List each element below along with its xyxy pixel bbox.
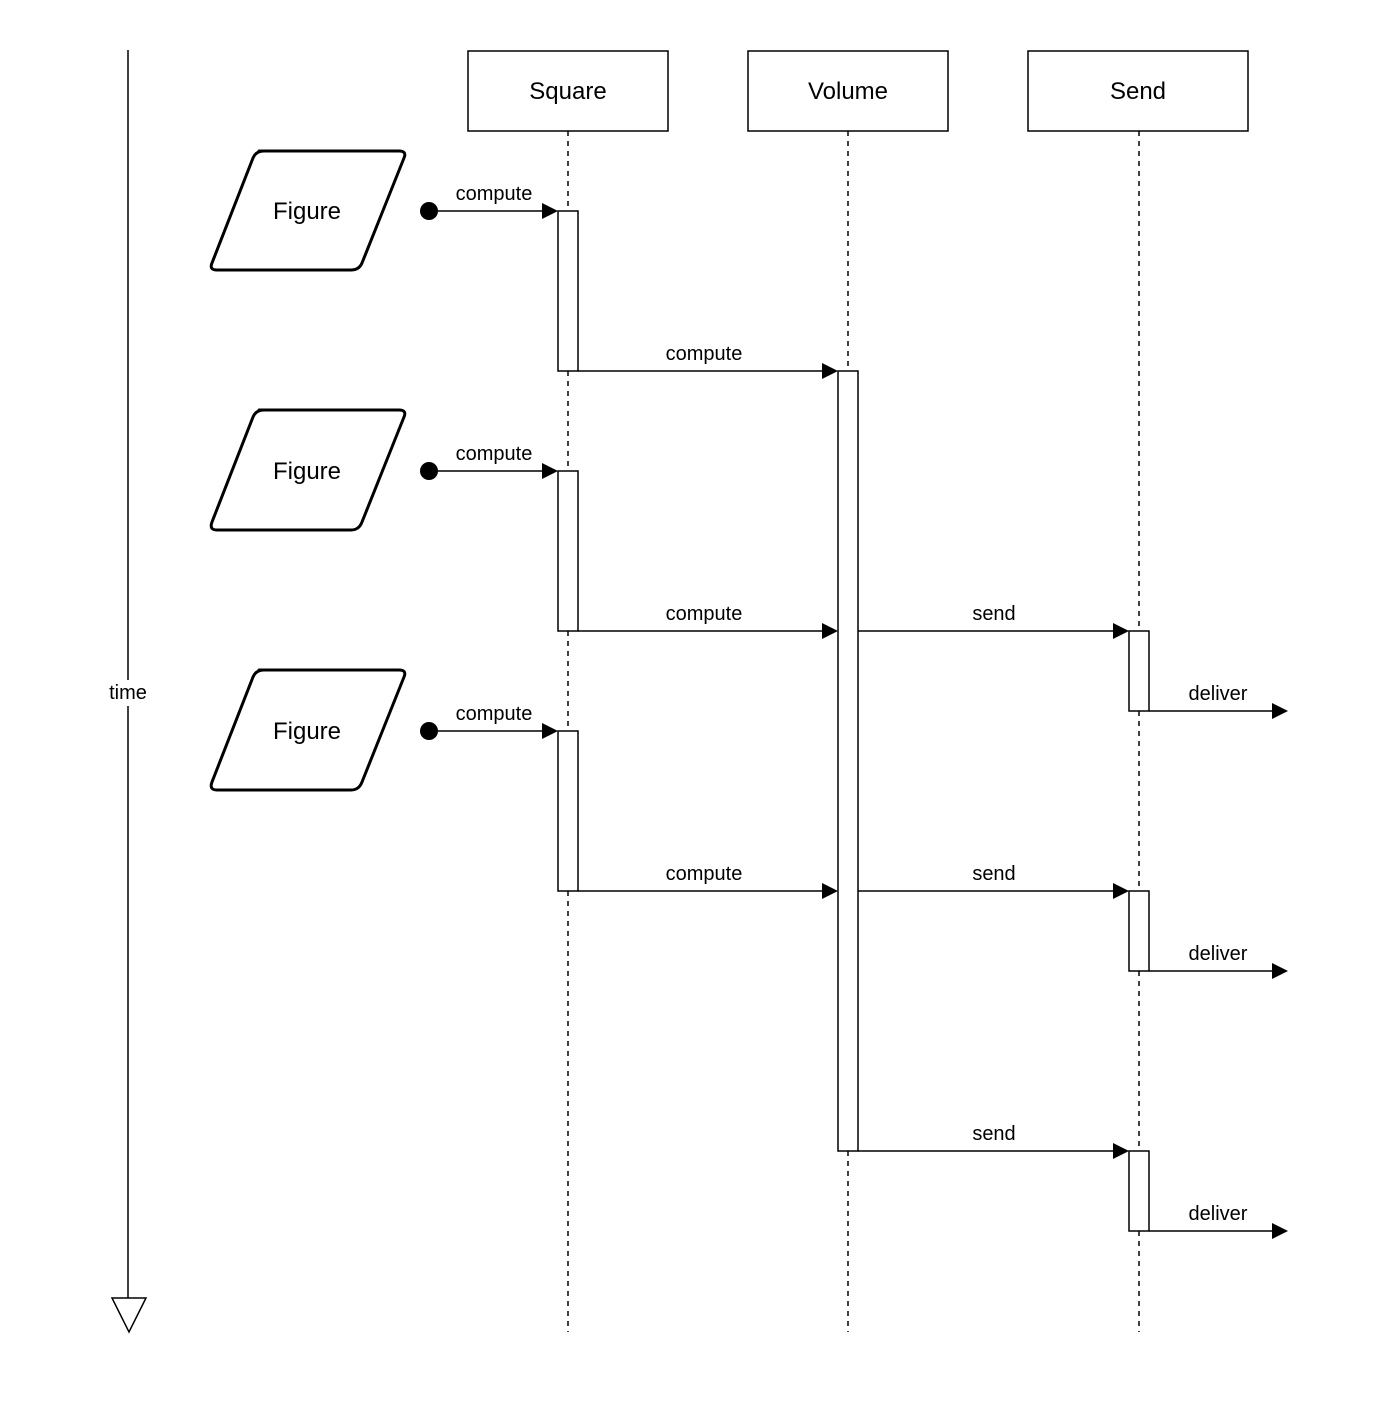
participant-label: Square xyxy=(529,78,606,105)
message-label: compute xyxy=(456,443,533,465)
message-send-1[interactable]: send xyxy=(858,603,1129,639)
figure-label: Figure xyxy=(273,718,341,745)
participant-box xyxy=(1027,50,1249,132)
message-label: compute xyxy=(666,343,743,365)
participant-volume[interactable]: Volume xyxy=(747,50,949,132)
figure-shape xyxy=(209,149,407,272)
participant-box xyxy=(747,50,949,132)
activations xyxy=(557,210,1150,1232)
time-axis-arrowhead xyxy=(110,1297,148,1334)
arrowhead xyxy=(1272,1223,1288,1239)
message-compute-3[interactable]: compute xyxy=(578,863,838,899)
figure-3[interactable]: Figure xyxy=(209,668,407,792)
message-deliver-2[interactable]: deliver xyxy=(1149,943,1288,979)
participant-box xyxy=(467,50,669,132)
message-label: compute xyxy=(456,703,533,725)
activation-volume xyxy=(837,370,859,1152)
message-compute-found-3[interactable]: compute xyxy=(420,703,558,740)
arrowhead xyxy=(822,363,838,379)
message-deliver-1[interactable]: deliver xyxy=(1149,683,1288,719)
message-compute-found-2[interactable]: compute xyxy=(420,443,558,480)
figure-label: Figure xyxy=(273,198,341,225)
message-deliver-3[interactable]: deliver xyxy=(1149,1203,1288,1239)
message-label: deliver xyxy=(1189,943,1248,965)
arrowhead xyxy=(1272,703,1288,719)
participant-send[interactable]: Send xyxy=(1027,50,1249,132)
message-label: deliver xyxy=(1189,1203,1248,1225)
message-compute-2[interactable]: compute xyxy=(578,603,838,639)
message-label: send xyxy=(972,863,1015,885)
arrowhead xyxy=(542,723,558,739)
figure-shape xyxy=(209,408,407,532)
participant-square[interactable]: Square xyxy=(467,50,669,132)
message-send-2[interactable]: send xyxy=(858,863,1129,899)
activation-send-3 xyxy=(1128,1150,1150,1232)
arrowhead xyxy=(542,203,558,219)
figure-shape xyxy=(209,668,407,792)
arrowhead xyxy=(1113,623,1129,639)
arrowhead xyxy=(1272,963,1288,979)
message-label: compute xyxy=(456,183,533,205)
message-label: send xyxy=(972,603,1015,625)
message-label: compute xyxy=(666,863,743,885)
activation-square-1 xyxy=(557,210,579,372)
arrowhead xyxy=(822,623,838,639)
figure-1[interactable]: Figure xyxy=(209,149,407,272)
arrowhead xyxy=(542,463,558,479)
arrowhead xyxy=(1113,883,1129,899)
figure-label: Figure xyxy=(273,458,341,485)
activation-send-2 xyxy=(1128,890,1150,972)
activation-square-2 xyxy=(557,470,579,632)
message-compute-1[interactable]: compute xyxy=(578,343,838,379)
message-send-3[interactable]: send xyxy=(858,1123,1129,1159)
participant-label: Volume xyxy=(808,78,888,105)
message-compute-found-1[interactable]: compute xyxy=(420,183,558,220)
figure-2[interactable]: Figure xyxy=(209,408,407,532)
message-label: compute xyxy=(666,603,743,625)
participant-label: Send xyxy=(1110,78,1166,105)
time-axis: time xyxy=(109,50,148,1334)
time-axis-label: time xyxy=(109,682,147,704)
arrowhead xyxy=(822,883,838,899)
arrowhead xyxy=(1113,1143,1129,1159)
message-label: send xyxy=(972,1123,1015,1145)
activation-send-1 xyxy=(1128,630,1150,712)
message-label: deliver xyxy=(1189,683,1248,705)
activation-square-3 xyxy=(557,730,579,892)
